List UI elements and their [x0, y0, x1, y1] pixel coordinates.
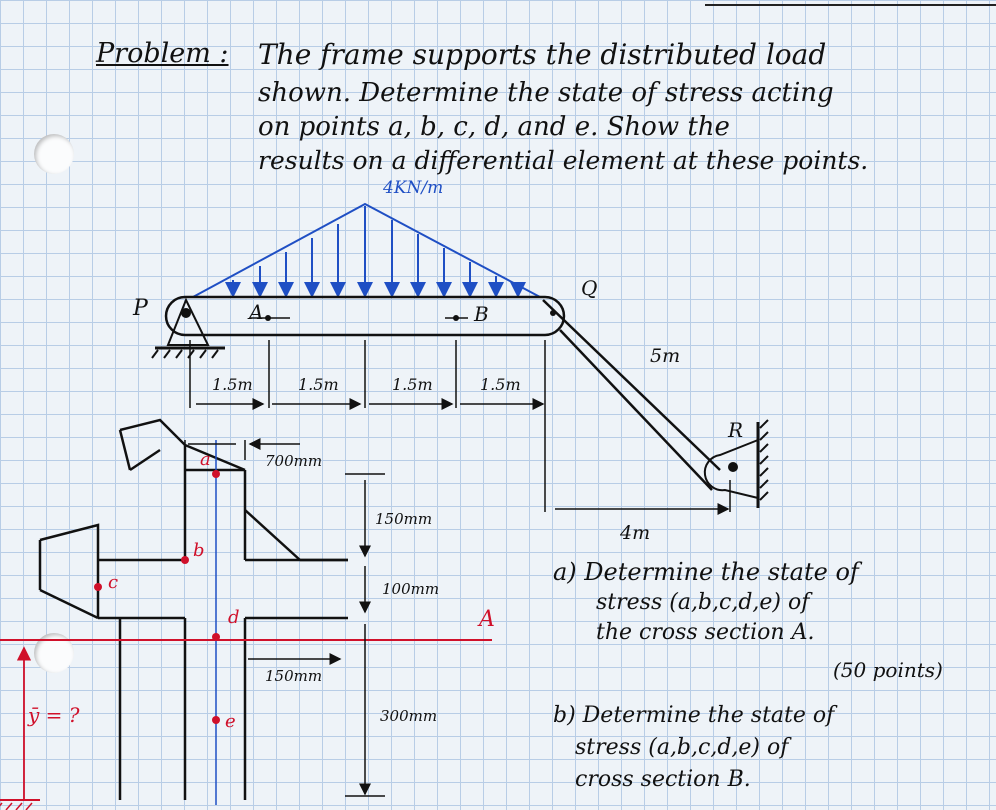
question-a-points: (50 points) — [833, 658, 943, 682]
frame-dimensions — [189, 340, 731, 515]
member-length-label: 5m — [650, 345, 681, 367]
point-a-label: a — [200, 449, 211, 470]
problem-line-4: results on a differential element at the… — [258, 146, 869, 175]
section-dimensions — [184, 438, 385, 797]
section-b-label: B — [474, 302, 489, 326]
pin-support-r — [703, 419, 769, 508]
point-e-label: e — [225, 711, 236, 732]
problem-label: Problem : — [96, 38, 229, 69]
point-r-label: R — [728, 418, 744, 442]
support-p-label: P — [133, 296, 148, 321]
segment-1-label: 1.5m — [212, 375, 253, 394]
middle-height-label: 100mm — [382, 580, 440, 598]
point-q-label: Q — [581, 276, 598, 300]
lower-height-label: 300mm — [380, 707, 438, 725]
flange-width-label: 700mm — [265, 452, 323, 470]
segment-3-label: 1.5m — [392, 375, 433, 394]
cross-section — [38, 418, 348, 800]
point-c-label: c — [108, 572, 119, 593]
upper-height-label: 150mm — [375, 510, 433, 528]
load-label: 4KN/m — [383, 178, 444, 198]
problem-line-2: shown. Determine the state of stress act… — [258, 78, 834, 108]
centroid-question-label: ȳ = ? — [28, 703, 80, 727]
question-b-line-3: cross section B. — [575, 767, 751, 792]
beam-pq — [164, 295, 566, 337]
problem-line-3: on points a, b, c, d, and e. Show the — [258, 112, 730, 142]
distributed-load — [192, 202, 541, 298]
point-d-label: d — [228, 607, 240, 628]
segment-2-label: 1.5m — [298, 375, 339, 394]
question-a-line-2: stress (a,b,c,d,e) of — [596, 590, 810, 615]
question-a-line-3: the cross section A. — [596, 620, 815, 645]
question-a-line-1: a) Determine the state of — [553, 558, 859, 586]
neutral-axis-label: A — [479, 607, 495, 632]
member-qr — [542, 299, 721, 491]
section-a-label: A — [249, 300, 264, 324]
question-b-line-1: b) Determine the state of — [553, 703, 835, 728]
question-b-line-2: stress (a,b,c,d,e) of — [575, 735, 789, 760]
punch-hole-top — [34, 134, 74, 174]
point-b-label: b — [193, 540, 205, 561]
horizontal-span-label: 4m — [620, 522, 651, 544]
segment-4-label: 1.5m — [480, 375, 521, 394]
pin-support-p — [151, 297, 225, 359]
problem-line-1: The frame supports the distributed load — [258, 38, 827, 71]
web-width-label: 150mm — [265, 667, 323, 685]
